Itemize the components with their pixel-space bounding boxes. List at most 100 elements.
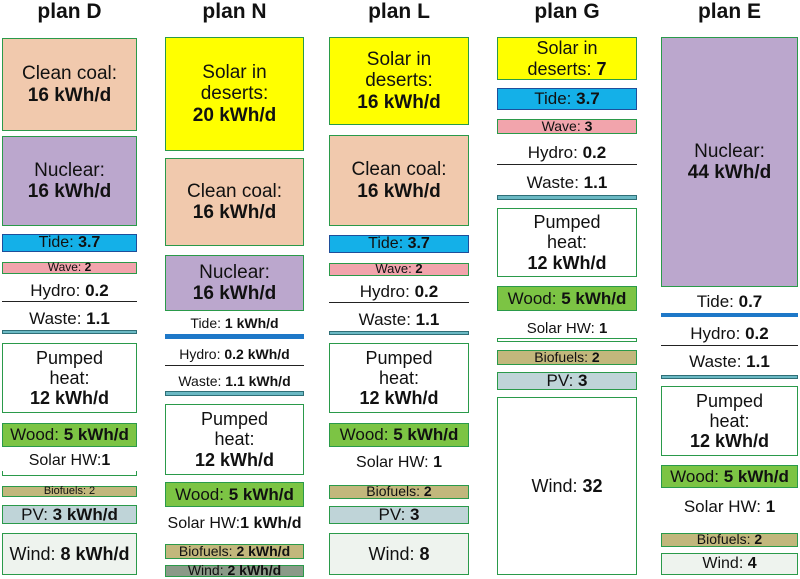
block-line: heat: — [547, 232, 587, 252]
block-value: 1.1 kWh/d — [225, 372, 291, 389]
block-value: 32 — [582, 475, 603, 496]
block-text: Solar in — [202, 62, 267, 84]
block-value: 5 kWh/d — [393, 425, 459, 445]
block-value: 2 — [423, 483, 432, 500]
block-text: Solar HW: — [167, 515, 241, 533]
plan-header: plan D — [37, 0, 102, 23]
block-text: heat: — [214, 429, 255, 450]
block-value: 3.7 — [78, 234, 101, 252]
block-text: deserts: — [527, 58, 597, 79]
block-clean-coal: Clean coal:16 kWh/d — [165, 158, 304, 246]
block-value: 1.1 — [415, 310, 440, 330]
block-value: 0.2 — [414, 281, 439, 301]
block-line: deserts: — [201, 83, 269, 104]
block-text: Wind: — [531, 475, 583, 496]
block-text: Biofuels: — [178, 542, 237, 559]
block-line: Biofuels: 2 — [44, 485, 95, 497]
block-text: Clean coal: — [351, 159, 447, 181]
block-value: 1 — [598, 319, 608, 337]
block-tide: Tide: 1 kWh/d — [165, 315, 304, 333]
block-line: Wind: 8 kWh/d — [9, 544, 129, 564]
block-line: Biofuels: 2 — [696, 531, 762, 548]
block-text: Waste: — [178, 372, 226, 389]
block-waste: Waste: 1.1 kWh/d — [165, 371, 304, 392]
block-text: Biofuels: — [696, 531, 755, 548]
block-line: Nuclear: — [694, 141, 765, 162]
block-text: Waste: — [526, 172, 584, 192]
block-value: 4 — [747, 555, 757, 573]
block-line: 16 kWh/d — [357, 181, 440, 202]
block-wood: Wood: 5 kWh/d — [165, 482, 304, 507]
block-solar-hw: Solar HW: 1 — [329, 452, 469, 474]
block-line: Waste: 1.1 — [359, 310, 440, 329]
block-value: 0.7 — [738, 292, 763, 312]
block-value: 0.2 — [745, 323, 769, 343]
block-value: 44 kWh/d — [687, 162, 772, 183]
block-nuclear: Nuclear:16 kWh/d — [165, 255, 304, 311]
block-value: 2 — [415, 261, 423, 277]
block-solar-hw: Solar HW: 1 — [497, 318, 637, 340]
block-line: 16 kWh/d — [28, 85, 111, 106]
block-nuclear: Nuclear:44 kWh/d — [661, 37, 798, 287]
block-value: 1 — [433, 454, 442, 472]
block-line: Solar in — [367, 49, 431, 70]
block-text: Wind: — [368, 543, 420, 564]
block-text: heat: — [378, 367, 420, 388]
block-text: Wave: — [541, 117, 585, 134]
block-pv: PV: 3 — [329, 505, 469, 524]
block-line: Hydro: 0.2 kWh/d — [179, 345, 290, 363]
block-line: Pumped — [201, 409, 268, 429]
block-text: Wave: — [47, 260, 85, 275]
plan-header: plan G — [534, 0, 600, 23]
block-line: Wave: 3 — [541, 117, 593, 135]
block-value: 12 kWh/d — [29, 388, 109, 409]
block-line: heat: — [49, 368, 89, 388]
bar-solar-hw — [497, 338, 637, 342]
block-pv: PV: 3 — [497, 371, 637, 390]
block-tide: Tide: 0.7 — [661, 291, 798, 313]
block-line: Pumped — [365, 348, 432, 368]
block-biofuels: Biofuels: 2 — [2, 485, 137, 497]
block-solar-hw: Solar HW: 1 — [661, 496, 798, 518]
block-line: Tide: 0.7 — [697, 292, 763, 311]
block-biofuels: Biofuels: 2 — [329, 483, 469, 500]
block-text: PV: — [21, 504, 53, 524]
block-value: 1 — [101, 452, 111, 470]
block-tide: Tide: 3.7 — [497, 88, 637, 110]
block-hydro: Hydro: 0.2 kWh/d — [165, 344, 304, 366]
block-line: 12 kWh/d — [527, 253, 606, 273]
block-line: Biofuels: 2 kWh/d — [178, 542, 290, 560]
block-line: deserts: — [365, 70, 433, 91]
block-value: 0.2 kWh/d — [224, 345, 290, 362]
block-text: Waste: — [29, 309, 87, 329]
gap — [2, 484, 137, 485]
block-text: Hydro: — [30, 280, 86, 300]
block-line: Hydro: 0.2 — [30, 281, 108, 300]
block-line: Tide: 3.7 — [39, 234, 101, 252]
block-line: Wind: 32 — [531, 476, 602, 496]
block-line: heat: — [379, 368, 419, 388]
block-value: 5 kWh/d — [561, 288, 627, 308]
block-wave: Wave: 2 — [329, 261, 469, 277]
block-text: Pumped — [695, 390, 764, 411]
block-wind: Wind: 8 — [329, 533, 469, 575]
block-tide: Tide: 3.7 — [329, 235, 469, 253]
block-text: Wood: — [10, 425, 64, 445]
block-value: 0.2 — [85, 280, 109, 300]
block-value: 0.2 — [582, 143, 607, 163]
block-text: deserts: — [200, 83, 269, 105]
block-value: 5 kWh/d — [228, 484, 294, 504]
block-solar-hw: Solar HW:1 — [2, 451, 137, 471]
block-text: Solar HW: — [28, 452, 102, 470]
block-line: Tide: 3.7 — [534, 89, 600, 108]
block-wind: Wind: 32 — [497, 397, 637, 575]
block-line: Clean coal: — [351, 159, 446, 180]
block-text: Wind: — [187, 562, 228, 579]
block-value: 2 kWh/d — [227, 562, 282, 579]
block-line: Hydro: 0.2 — [690, 324, 768, 343]
block-line: 16 kWh/d — [193, 283, 276, 304]
block-value: 8 — [419, 543, 430, 564]
